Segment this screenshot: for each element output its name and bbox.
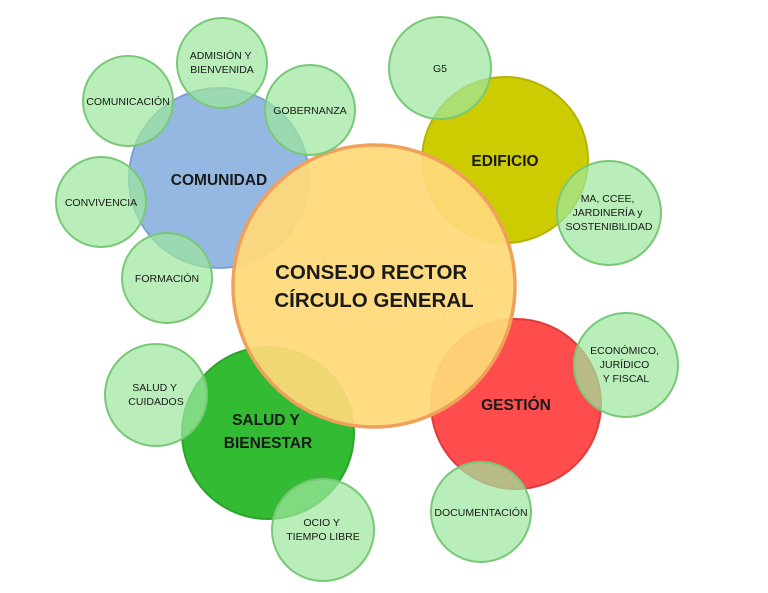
comunidad-label-line-1: COMUNIDAD xyxy=(171,172,267,189)
documentacion-label: DOCUMENTACIÓN xyxy=(434,506,527,519)
economico-label-line-1: ECONÓMICO, xyxy=(590,344,659,357)
convivencia-label: CONVIVENCIA xyxy=(65,197,137,209)
center-circle xyxy=(231,143,517,429)
economico-label-line-2: JURÍDICO xyxy=(600,358,650,371)
comunicacion-label-line-1: COMUNICACIÓN xyxy=(86,95,169,108)
comunidad-label: COMUNIDAD xyxy=(171,172,267,189)
sub-circle-economico xyxy=(573,312,679,418)
ma-ccee-label-line-1: MA, CCEE, xyxy=(581,193,635,205)
ma-ccee-label-line-2: JARDINERÍA y xyxy=(573,206,644,219)
gestion-label-line-1: GESTIÓN xyxy=(481,396,551,414)
sub-circle-ocio xyxy=(271,478,375,582)
sub-circle-documentacion xyxy=(430,461,532,563)
formacion-label-line-1: FORMACIÓN xyxy=(135,272,199,285)
center-label: CONSEJO RECTOR CÍRCULO GENERAL xyxy=(274,261,473,312)
economico-label-line-3: Y FISCAL xyxy=(603,373,650,385)
gobernanza-label-line-1: GOBERNANZA xyxy=(273,105,347,117)
ma-ccee-label-line-3: SOSTENIBILIDAD xyxy=(566,221,653,233)
center-label-line-1: CONSEJO RECTOR xyxy=(275,261,467,284)
center-label-line-2: CÍRCULO GENERAL xyxy=(274,289,473,312)
ocio-label: OCIO Y TIEMPO LIBRE xyxy=(286,517,360,543)
g5-label-line-1: G5 xyxy=(433,63,447,75)
admision-label-line-1: ADMISIÓN Y xyxy=(190,49,252,62)
salud-cuidados-label-line-2: CUIDADOS xyxy=(128,396,183,408)
edificio-label-line-1: EDIFICIO xyxy=(471,153,538,170)
salud-cuidados-label: SALUD Y CUIDADOS xyxy=(128,382,183,408)
sub-circle-convivencia xyxy=(55,156,147,248)
gestion-label: GESTIÓN xyxy=(481,396,551,414)
ma-ccee-label: MA, CCEE, JARDINERÍA y SOSTENIBILIDAD xyxy=(566,193,653,233)
salud-label: SALUD Y BIENESTAR xyxy=(224,412,312,452)
sub-circle-formacion xyxy=(121,232,213,324)
sub-circle-salud-cuidados xyxy=(104,343,208,447)
salud-label-line-1: SALUD Y xyxy=(232,412,300,429)
edificio-label: EDIFICIO xyxy=(471,153,538,170)
sub-circle-g5 xyxy=(388,16,492,120)
sub-circle-comunicacion xyxy=(82,55,174,147)
comunicacion-label: COMUNICACIÓN xyxy=(86,95,169,108)
salud-label-line-2: BIENESTAR xyxy=(224,435,312,452)
sub-circle-ma-ccee xyxy=(556,160,662,266)
sub-circle-gobernanza xyxy=(264,64,356,156)
convivencia-label-line-1: CONVIVENCIA xyxy=(65,197,137,209)
sub-circle-admision xyxy=(176,17,268,109)
gobernanza-label: GOBERNANZA xyxy=(273,105,347,117)
admision-label: ADMISIÓN Y BIENVENIDA xyxy=(190,49,254,76)
g5-label: G5 xyxy=(433,63,447,75)
ocio-label-line-2: TIEMPO LIBRE xyxy=(286,531,360,543)
admision-label-line-2: BIENVENIDA xyxy=(190,64,254,76)
documentacion-label-line-1: DOCUMENTACIÓN xyxy=(434,506,527,519)
economico-label: ECONÓMICO, JURÍDICO Y FISCAL xyxy=(590,344,662,385)
center-circle-shape xyxy=(231,143,517,429)
ocio-label-line-1: OCIO Y xyxy=(303,517,340,529)
formacion-label: FORMACIÓN xyxy=(135,272,199,285)
salud-cuidados-label-line-1: SALUD Y xyxy=(132,382,177,394)
